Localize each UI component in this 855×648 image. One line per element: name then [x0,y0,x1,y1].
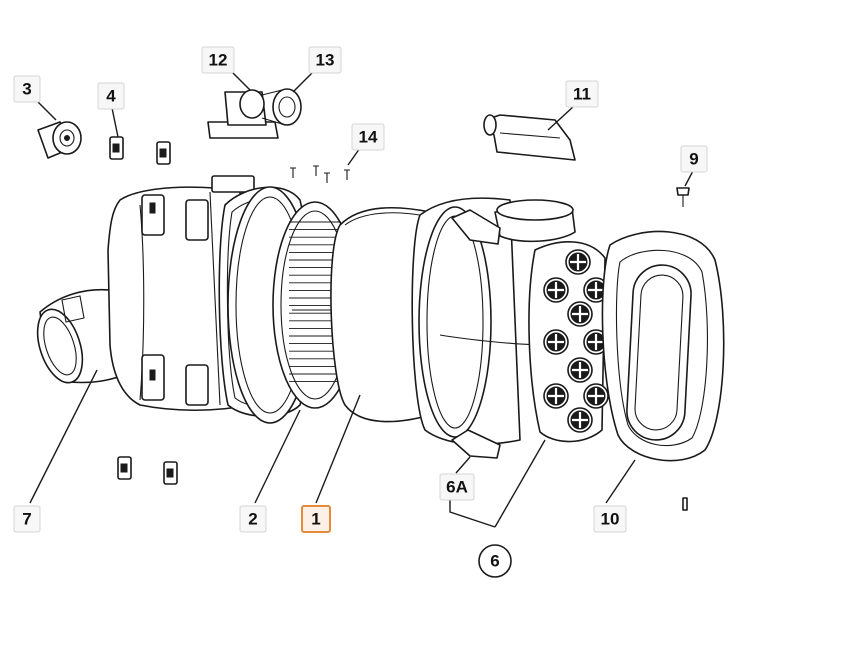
callout-6[interactable]: 6 [478,544,512,578]
callout-labels: 3 4 12 13 14 11 9 7 [13,46,708,578]
callout-6a[interactable]: 6A [439,473,475,501]
svg-text:9: 9 [689,150,698,169]
part-14-screws [290,165,350,183]
svg-text:6: 6 [490,552,499,571]
part-1-filter-element [272,201,431,423]
callout-7[interactable]: 7 [13,505,41,533]
part-4-clip-nut [109,136,178,485]
svg-text:1: 1 [311,510,320,529]
svg-text:6A: 6A [446,478,468,497]
part-9-bolt [676,187,690,511]
svg-text:10: 10 [601,510,620,529]
callout-1[interactable]: 1 [301,505,331,533]
part-12-13-restriction-indicator-adapter [207,88,302,139]
part-11-outlet-adapter [483,114,576,161]
svg-text:11: 11 [573,85,591,104]
callout-12[interactable]: 12 [201,46,235,74]
part-3-plug [37,121,82,159]
leader-lines [29,69,694,528]
callout-10[interactable]: 10 [593,505,627,533]
callout-14[interactable]: 14 [351,123,385,151]
svg-text:14: 14 [359,128,378,147]
svg-text:12: 12 [209,51,228,70]
svg-text:4: 4 [106,87,116,106]
callout-4[interactable]: 4 [97,82,125,110]
callout-9[interactable]: 9 [680,145,708,173]
callout-11[interactable]: 11 [565,80,599,108]
callout-13[interactable]: 13 [308,46,342,74]
svg-text:7: 7 [22,510,31,529]
valve-cluster [543,249,609,433]
callout-2[interactable]: 2 [239,505,267,533]
part-10-end-cap [601,230,725,462]
svg-text:13: 13 [316,51,335,70]
part-6-cover-assembly [411,197,609,459]
svg-text:2: 2 [248,510,257,529]
svg-text:3: 3 [22,80,31,99]
callout-3[interactable]: 3 [13,75,41,103]
